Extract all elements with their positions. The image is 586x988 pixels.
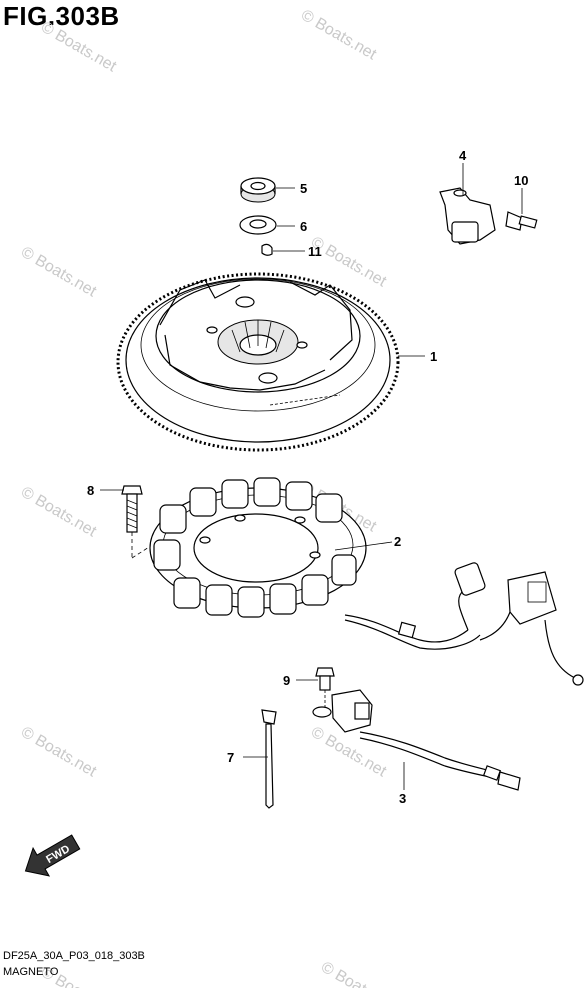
fwd-direction-arrow: FWD [24,834,81,877]
callout-1: 1 [430,349,437,364]
figure-title: FIG.303B [3,1,120,31]
watermark: © Boats.net [38,19,120,76]
sensor-part-4 [439,187,496,245]
bolt-part-9 [315,667,335,691]
key-part-11 [261,243,273,256]
watermark: © Boats.net [18,724,100,781]
callout-4: 4 [459,148,467,163]
callout-8: 8 [87,483,94,498]
bolt-part-8 [121,485,161,559]
callout-6: 6 [300,219,307,234]
callout-5: 5 [300,181,307,196]
watermark: © Boats.net [308,234,390,291]
bolt-part-10 [505,211,538,231]
callout-labels: 5 6 11 1 2 3 4 10 7 8 9 [87,148,528,806]
flywheel-part-1 [116,272,400,452]
pulser-coil-part-3 [312,689,521,791]
stator-part-2 [149,477,584,686]
watermark: © Boats.net [18,244,100,301]
leader-lines [100,163,523,790]
callout-3: 3 [399,791,406,806]
callout-7: 7 [227,750,234,765]
fwd-label: FWD [44,843,72,866]
callout-11: 11 [308,244,322,259]
callout-10: 10 [514,173,528,188]
nut-part-5 [240,177,276,203]
figure-name: MAGNETO [3,966,59,978]
watermark: © Boats.net [298,7,380,64]
callout-9: 9 [283,673,290,688]
washer-part-6 [239,215,277,235]
figure-code: DF25A_30A_P03_018_303B [3,950,145,962]
cable-tie-part-7 [261,709,277,809]
watermark: © Boats.net [318,959,400,988]
callout-2: 2 [394,534,401,549]
watermark: © Boats.net [308,724,390,781]
